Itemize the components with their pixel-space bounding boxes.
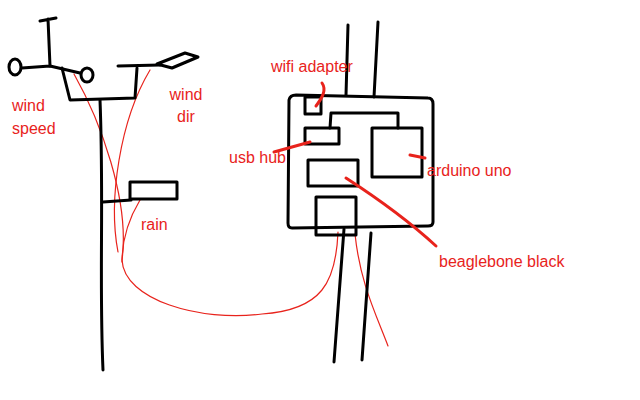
part-label: wind speed <box>12 94 68 140</box>
anemometer-cup <box>9 59 21 75</box>
part-label: arduino uno <box>427 162 512 180</box>
leader-line <box>346 178 436 246</box>
anemometer-top <box>40 18 56 66</box>
part-label: usb hub <box>229 149 286 167</box>
part-label: wifi adapter <box>271 58 353 76</box>
leader-line <box>410 155 425 158</box>
rain-gauge <box>130 182 177 199</box>
part-label: rain <box>141 216 168 234</box>
anemometer-arm <box>22 66 80 73</box>
sensor-wire <box>122 200 140 262</box>
wind-vane-flag <box>157 53 198 68</box>
sensor-mast <box>62 68 137 100</box>
sensor-wire <box>74 74 338 316</box>
power-box <box>316 197 356 235</box>
part-label: wind dir <box>160 84 212 128</box>
part-label: beaglebone black <box>439 253 564 271</box>
rain-arm <box>103 200 131 202</box>
cable-board <box>330 113 398 128</box>
anemometer-cup <box>81 68 93 82</box>
wifi-adapter-box <box>305 97 321 114</box>
enclosure <box>288 95 433 228</box>
arduino-box <box>372 128 422 177</box>
wind-vane <box>118 65 160 66</box>
pole <box>100 100 103 370</box>
leader-line <box>316 83 324 106</box>
sensor-wire <box>355 234 388 346</box>
